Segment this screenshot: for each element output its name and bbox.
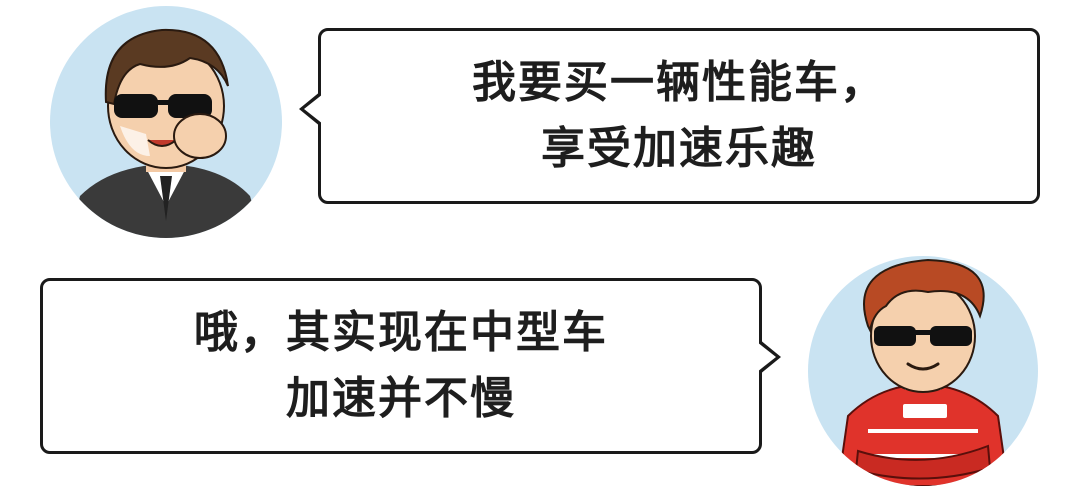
bubble-tail-fill [304, 94, 323, 124]
speech-bubble-2: 哦，其实现在中型车 加速并不慢 [40, 278, 781, 454]
dialogue-line: 加速并不慢 [286, 373, 516, 424]
dialogue-line: 我要买一辆性能车， [472, 57, 886, 108]
jacket-logo [903, 404, 947, 418]
avatar-man-in-suit [50, 6, 282, 238]
man-in-suit-illustration [70, 28, 262, 238]
bubble-tail-fill [757, 342, 776, 372]
man-in-red-jacket-illustration [836, 258, 1010, 486]
dialogue-line: 哦，其实现在中型车 [194, 307, 608, 358]
speech-bubble-1: 我要买一辆性能车， 享受加速乐趣 [299, 28, 1040, 204]
avatar-man-in-red-jacket [808, 256, 1038, 486]
dialogue-line: 享受加速乐趣 [541, 123, 817, 174]
